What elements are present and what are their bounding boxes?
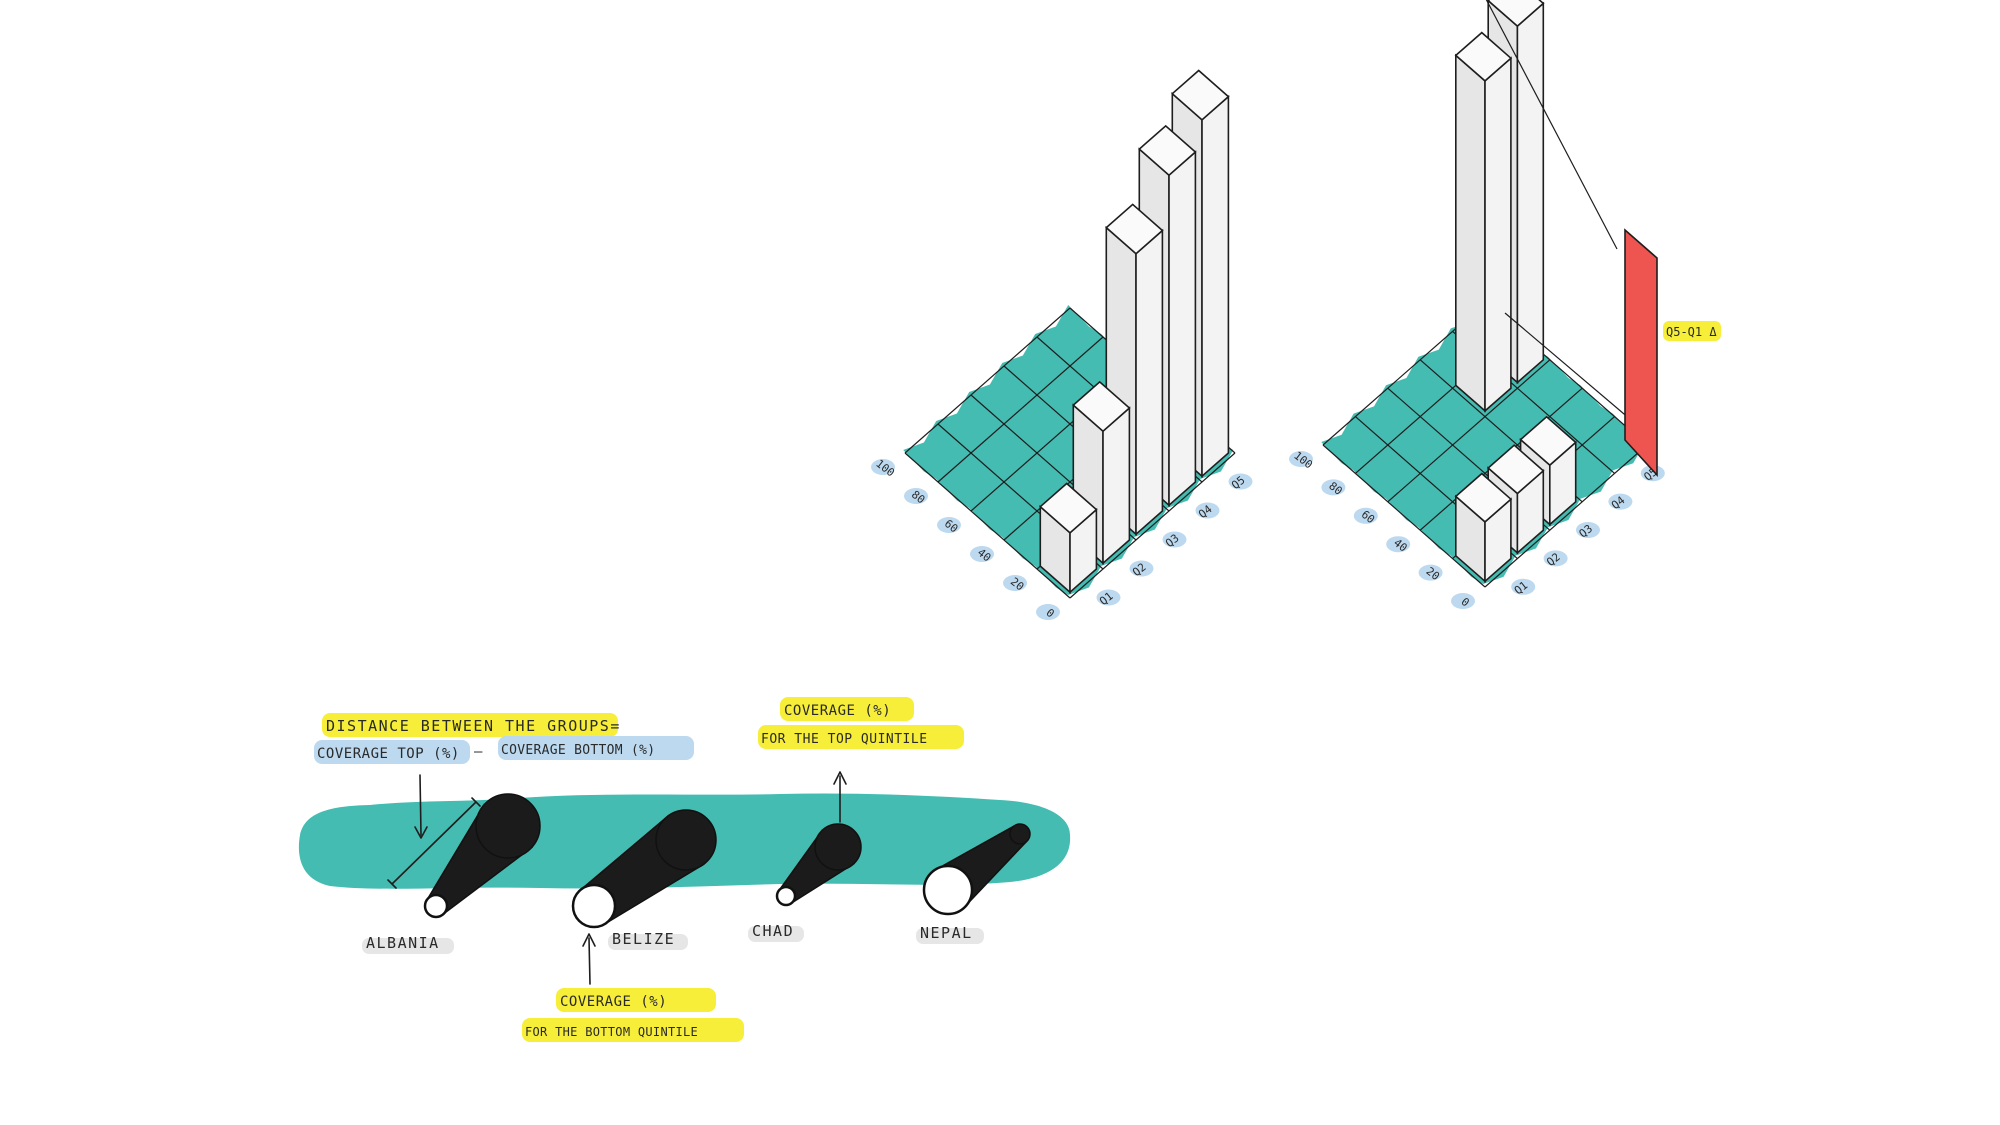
bars xyxy=(1454,0,1577,584)
tick-bubble xyxy=(1036,604,1060,620)
cone-top-circle xyxy=(655,809,717,871)
tick-bubble xyxy=(1640,465,1665,482)
country-label-belize: BELIZE xyxy=(608,930,688,950)
cone-bottom-circle xyxy=(423,893,449,919)
tick-bubble xyxy=(1353,507,1378,524)
quintile-tick-label: Q5 xyxy=(1229,474,1247,492)
cone-bottom-circle xyxy=(571,883,617,929)
annotation-distance-title: DISTANCE BETWEEN THE GROUPS= xyxy=(326,717,621,735)
cone-bottom-circle xyxy=(922,864,974,916)
cone-chad xyxy=(775,823,862,907)
highlight-formula-top xyxy=(314,740,470,764)
tick-bubble xyxy=(1003,575,1027,591)
tick-bubble xyxy=(1418,564,1443,581)
country-name: CHAD xyxy=(752,922,794,940)
annotation-bottom-line1: COVERAGE (%) xyxy=(560,994,667,1010)
coverage-tick-label: 80 xyxy=(1326,479,1344,497)
tick-bubble xyxy=(1228,473,1253,490)
tick-bubble xyxy=(1321,479,1346,496)
teal-floor xyxy=(903,305,1234,595)
tick-bubble xyxy=(871,459,895,475)
annotation-formula-bottom: COVERAGE BOTTOM (%) xyxy=(501,743,655,758)
country-name: BELIZE xyxy=(612,930,675,948)
bar-q4 xyxy=(1454,31,1513,413)
tick-bubble xyxy=(1608,493,1633,510)
cone-top-circle xyxy=(475,793,541,859)
tick-bubble xyxy=(1096,589,1121,606)
teal-floor xyxy=(1321,300,1646,584)
tick-bubble xyxy=(1543,550,1568,567)
tick-bubble xyxy=(904,488,928,504)
tick-bubble xyxy=(1451,593,1475,609)
coverage-tick-label: 40 xyxy=(1391,536,1409,554)
cone-top-circle xyxy=(814,823,862,871)
arrow-bottom-quintile xyxy=(582,933,596,985)
dimension-line-albania xyxy=(387,797,481,889)
cone-nepal xyxy=(922,823,1031,916)
country-label-chad: CHAD xyxy=(748,922,804,942)
tick-bubble xyxy=(1195,502,1220,519)
highlight-distance-title xyxy=(322,713,618,737)
annotation-top-line2: FOR THE TOP QUINTILE xyxy=(761,732,928,747)
coverage-tick-label: 20 xyxy=(1424,565,1442,583)
coverage-tick-label: 60 xyxy=(1359,508,1377,526)
quintile-tick-label: Q3 xyxy=(1577,522,1595,540)
bars xyxy=(1039,69,1230,594)
coverage-tick-label: 60 xyxy=(942,517,960,535)
cone-albania xyxy=(423,793,541,919)
quintile-tick-label: Q2 xyxy=(1130,561,1148,579)
country-label-nepal: NEPAL xyxy=(916,924,984,944)
gap-bar xyxy=(1624,228,1658,478)
cone-bottom-circle xyxy=(775,885,797,907)
highlight-top-line1 xyxy=(780,697,914,721)
highlight-formula-bottom xyxy=(498,736,694,760)
tick-bubble xyxy=(1162,531,1187,548)
tick-bubble xyxy=(1576,522,1600,538)
annotation-top-line1: COVERAGE (%) xyxy=(784,703,891,719)
annotation-bottom-line2: FOR THE BOTTOM QUINTILE xyxy=(525,1025,698,1039)
country-name: ALBANIA xyxy=(366,934,440,952)
cone-legend: DISTANCE BETWEEN THE GROUPS= COVERAGE TO… xyxy=(298,697,1071,1042)
cones xyxy=(423,793,1031,929)
tick-bubble xyxy=(937,517,961,533)
country-labels: ALBANIA BELIZE CHAD NEPAL xyxy=(362,922,984,954)
bar-q1 xyxy=(1039,482,1098,594)
gap-label-highlight xyxy=(1663,321,1721,341)
tick-bubble xyxy=(1511,578,1536,595)
annotation-formula-top: COVERAGE TOP (%) xyxy=(317,746,460,762)
quintile-tick-label: Q3 xyxy=(1163,532,1181,550)
annotation-formula-dash: — xyxy=(474,744,483,760)
coverage-tick-label: 40 xyxy=(975,546,993,564)
tick-bubble xyxy=(1129,560,1154,577)
quintile-tick-label: Q1 xyxy=(1097,590,1115,608)
country-label-albania: ALBANIA xyxy=(362,934,454,954)
highlight-bottom-line1 xyxy=(556,988,716,1012)
gap-indicator: Q5-Q1 Δ xyxy=(1485,0,1721,478)
gap-label: Q5-Q1 Δ xyxy=(1666,325,1717,339)
quintile-tick-label: Q2 xyxy=(1544,550,1562,568)
cone-belize xyxy=(571,809,717,929)
cone-top-circle xyxy=(1009,823,1031,845)
tick-bubble xyxy=(1289,451,1313,467)
coverage-tick-label: 80 xyxy=(909,488,927,506)
tick-bubble xyxy=(1386,536,1411,553)
highlight-bottom-line2 xyxy=(522,1018,744,1042)
quintile-tick-label: Q1 xyxy=(1512,579,1530,597)
arrow-top-quintile xyxy=(833,771,847,823)
coverage-tick-label: 20 xyxy=(1008,575,1026,593)
bar-q1 xyxy=(1454,472,1513,584)
arrow-distance xyxy=(414,774,428,839)
country-name: NEPAL xyxy=(920,924,973,942)
tick-bubble xyxy=(970,546,994,562)
highlight-top-line2 xyxy=(758,725,964,749)
